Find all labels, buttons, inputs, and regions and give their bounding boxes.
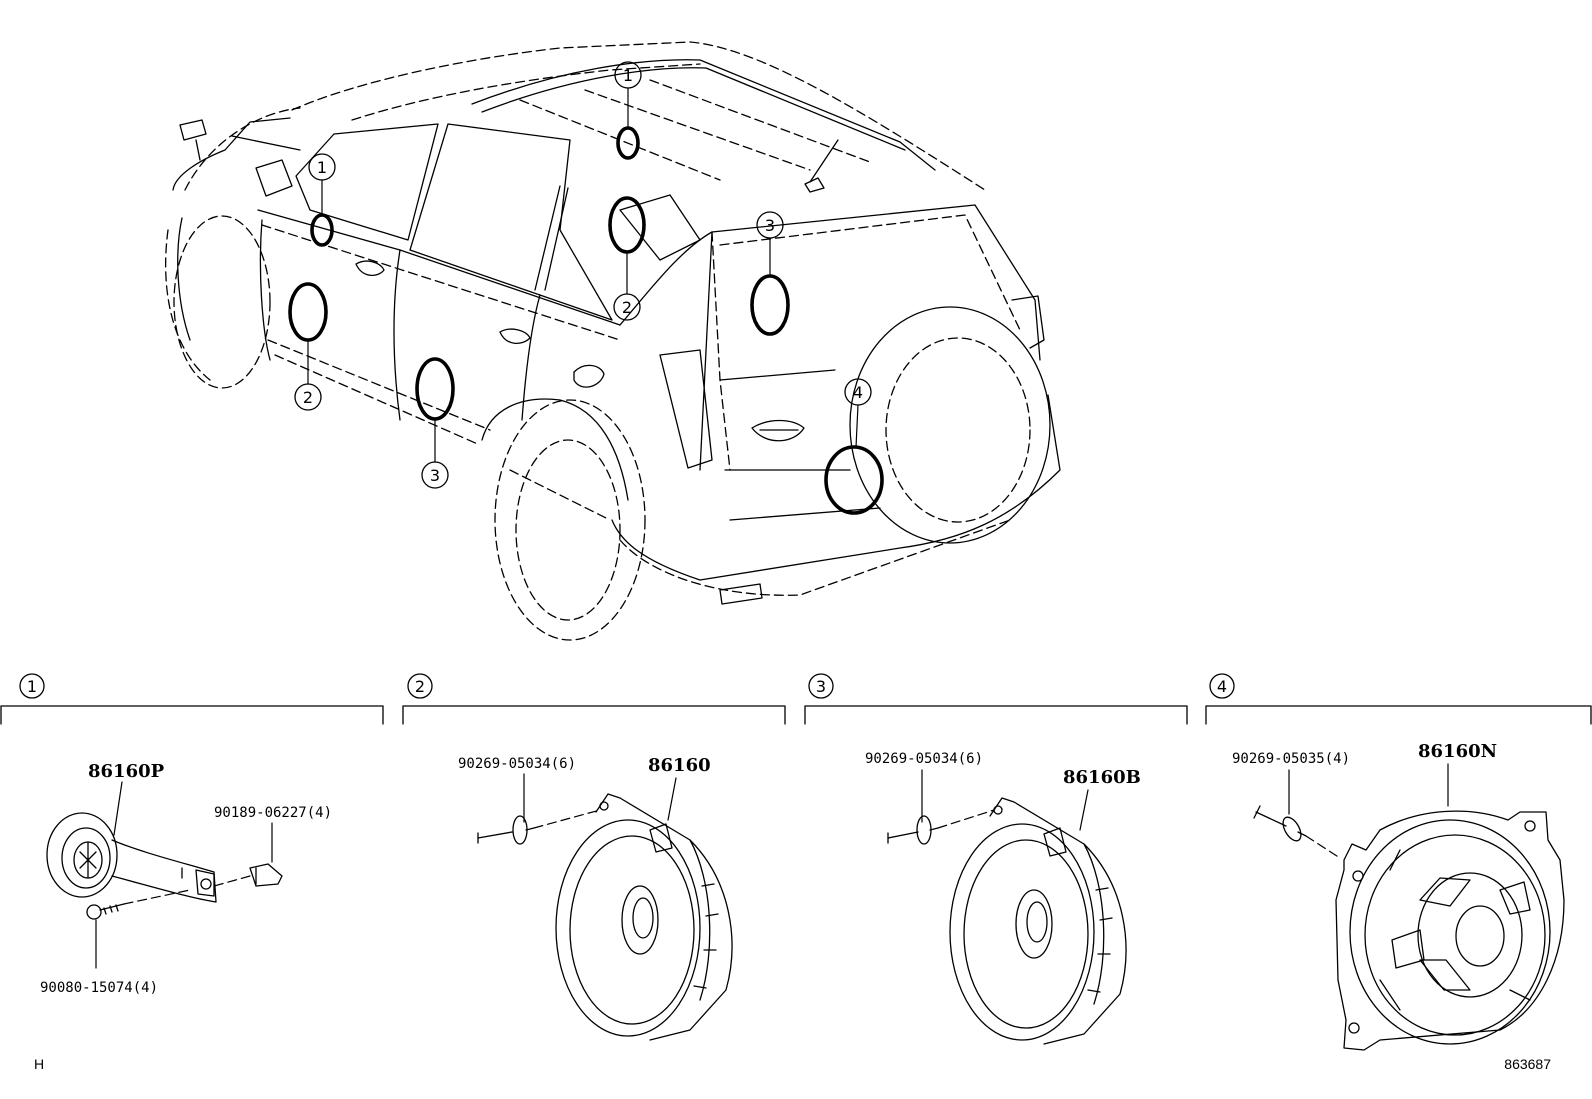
part-number-90269-05034: 90269-05034(6) xyxy=(865,751,983,767)
speaker-locations xyxy=(288,87,884,515)
vehicle-illustration xyxy=(165,41,1061,641)
pin-fastener-illustration xyxy=(887,815,939,845)
callout-4-rear-hatch: 4 xyxy=(844,378,872,406)
part-number-90189-06227: 90189-06227(4) xyxy=(214,805,332,821)
svg-text:1: 1 xyxy=(27,677,37,696)
section-1-parts: 86160P 90189-06227(4) 90080-15074(4) xyxy=(40,761,332,996)
svg-text:2: 2 xyxy=(622,298,632,317)
rear-door-speaker-illustration xyxy=(949,797,1127,1045)
callout-2-front-door: 2 xyxy=(294,383,322,411)
vehicle-callouts: 1 1 2 2 3 3 4 xyxy=(294,61,872,489)
callout-1-roof: 1 xyxy=(614,61,642,89)
svg-text:1: 1 xyxy=(317,158,327,177)
section-1-header: 1 xyxy=(0,673,384,725)
part-number-86160B: 86160B xyxy=(1063,767,1141,788)
pin-fastener-illustration xyxy=(477,815,535,845)
part-number-90269-05034: 90269-05034(6) xyxy=(458,756,576,772)
location-ring-2-rear-door xyxy=(608,196,646,254)
part-number-86160P: 86160P xyxy=(88,761,165,782)
callout-3-rear-quarter: 3 xyxy=(756,211,784,239)
svg-text:3: 3 xyxy=(765,216,775,235)
section-2-header: 2 xyxy=(402,673,786,725)
section-headers: 1 2 3 4 xyxy=(0,673,1592,725)
tweeter-speaker-illustration xyxy=(46,812,217,903)
part-number-86160: 86160 xyxy=(648,755,711,776)
location-ring-3-rear-quarter xyxy=(750,274,790,336)
hatch-speaker-illustration xyxy=(1335,810,1565,1051)
section-3-header: 3 xyxy=(804,673,1188,725)
svg-text:3: 3 xyxy=(430,466,440,485)
svg-text:4: 4 xyxy=(853,383,863,402)
svg-text:2: 2 xyxy=(303,388,313,407)
screw-illustration xyxy=(86,903,125,920)
svg-text:3: 3 xyxy=(816,677,826,696)
pin-fastener-illustration xyxy=(1253,805,1307,842)
location-ring-2-front-door xyxy=(288,282,328,342)
svg-text:4: 4 xyxy=(1217,677,1227,696)
part-number-86160N: 86160N xyxy=(1418,741,1497,762)
callout-2-rear-door: 2 xyxy=(613,293,641,321)
section-4-parts: 90269-05035(4) 86160N xyxy=(1232,741,1565,1051)
section-3-parts: 90269-05034(6) 86160B xyxy=(865,751,1141,1045)
footer-code: H xyxy=(34,1056,44,1072)
svg-text:2: 2 xyxy=(415,677,425,696)
section-2-parts: 90269-05034(6) 86160 xyxy=(458,755,733,1041)
clip-illustration xyxy=(249,863,283,887)
callout-3-rear-door: 3 xyxy=(421,461,449,489)
location-ring-4-rear-hatch xyxy=(824,445,884,515)
callout-1-front-door: 1 xyxy=(308,153,336,181)
section-4-header: 4 xyxy=(1205,673,1592,725)
diagram-id: 863687 xyxy=(1504,1056,1551,1072)
part-number-90269-05035: 90269-05035(4) xyxy=(1232,751,1350,767)
location-ring-3-rear-door xyxy=(415,357,455,421)
svg-text:1: 1 xyxy=(623,66,633,85)
part-number-90080-15074: 90080-15074(4) xyxy=(40,980,158,996)
door-speaker-illustration xyxy=(555,793,733,1041)
